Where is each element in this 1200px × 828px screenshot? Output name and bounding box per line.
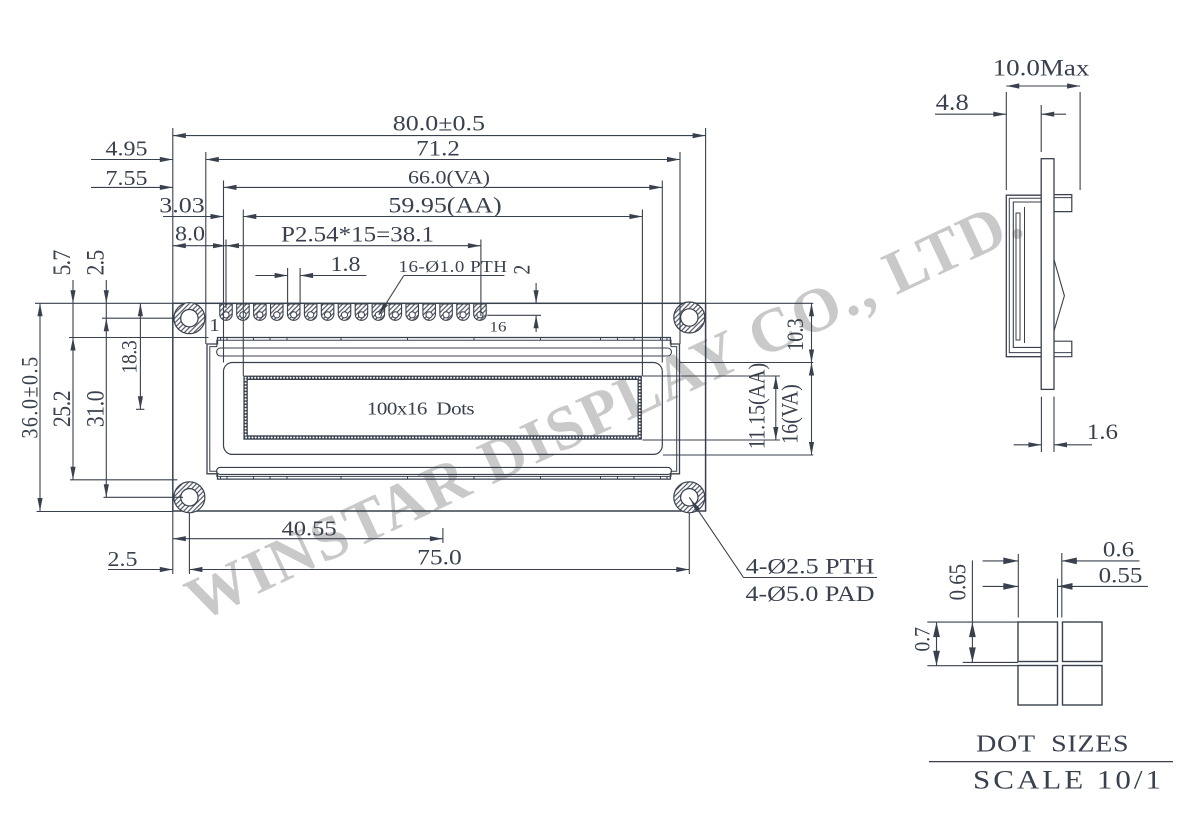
svg-text:1.6: 1.6	[1087, 420, 1118, 444]
svg-text:SCALE 10/1: SCALE 10/1	[973, 765, 1164, 795]
svg-text:71.2: 71.2	[416, 137, 460, 161]
svg-text:31.0: 31.0	[82, 391, 110, 427]
svg-text:10.0Max: 10.0Max	[993, 55, 1090, 81]
svg-text:16-Ø1.0 PTH: 16-Ø1.0 PTH	[399, 257, 508, 276]
svg-text:16(VA): 16(VA)	[777, 384, 803, 443]
svg-text:0.55: 0.55	[1099, 564, 1143, 588]
svg-text:16: 16	[490, 319, 507, 335]
svg-text:100x16 Dots: 100x16 Dots	[367, 399, 474, 419]
svg-text:0.7: 0.7	[909, 627, 935, 651]
svg-text:80.0±0.5: 80.0±0.5	[393, 111, 485, 136]
svg-text:4.8: 4.8	[936, 91, 969, 116]
svg-text:40.55: 40.55	[281, 517, 336, 540]
svg-text:1: 1	[209, 315, 219, 335]
svg-text:4.95: 4.95	[105, 137, 147, 160]
svg-text:66.0(VA): 66.0(VA)	[408, 168, 490, 188]
svg-text:0.65: 0.65	[944, 564, 971, 600]
svg-text:25.2: 25.2	[49, 391, 77, 427]
svg-text:36.0±0.5: 36.0±0.5	[17, 355, 43, 438]
svg-text:59.95(AA): 59.95(AA)	[388, 193, 501, 218]
svg-text:P2.54*15=38.1: P2.54*15=38.1	[281, 223, 434, 247]
svg-text:11.15(AA): 11.15(AA)	[744, 363, 770, 449]
svg-text:5.7: 5.7	[49, 250, 77, 276]
svg-text:0.6: 0.6	[1103, 538, 1134, 562]
svg-text:DOT SIZES: DOT SIZES	[976, 730, 1129, 757]
svg-text:75.0: 75.0	[417, 546, 462, 570]
svg-text:2.5: 2.5	[82, 250, 110, 275]
svg-text:2.5: 2.5	[107, 547, 137, 570]
svg-text:7.55: 7.55	[105, 166, 147, 189]
svg-text:3.03: 3.03	[159, 193, 204, 218]
svg-text:2: 2	[509, 265, 535, 275]
svg-text:8.0: 8.0	[175, 222, 205, 245]
svg-text:18.3: 18.3	[116, 340, 142, 373]
svg-text:10.3: 10.3	[783, 319, 809, 351]
svg-text:1.8: 1.8	[330, 252, 360, 275]
svg-text:4-Ø2.5 PTH: 4-Ø2.5 PTH	[746, 554, 874, 579]
svg-text:4-Ø5.0 PAD: 4-Ø5.0 PAD	[746, 582, 875, 607]
